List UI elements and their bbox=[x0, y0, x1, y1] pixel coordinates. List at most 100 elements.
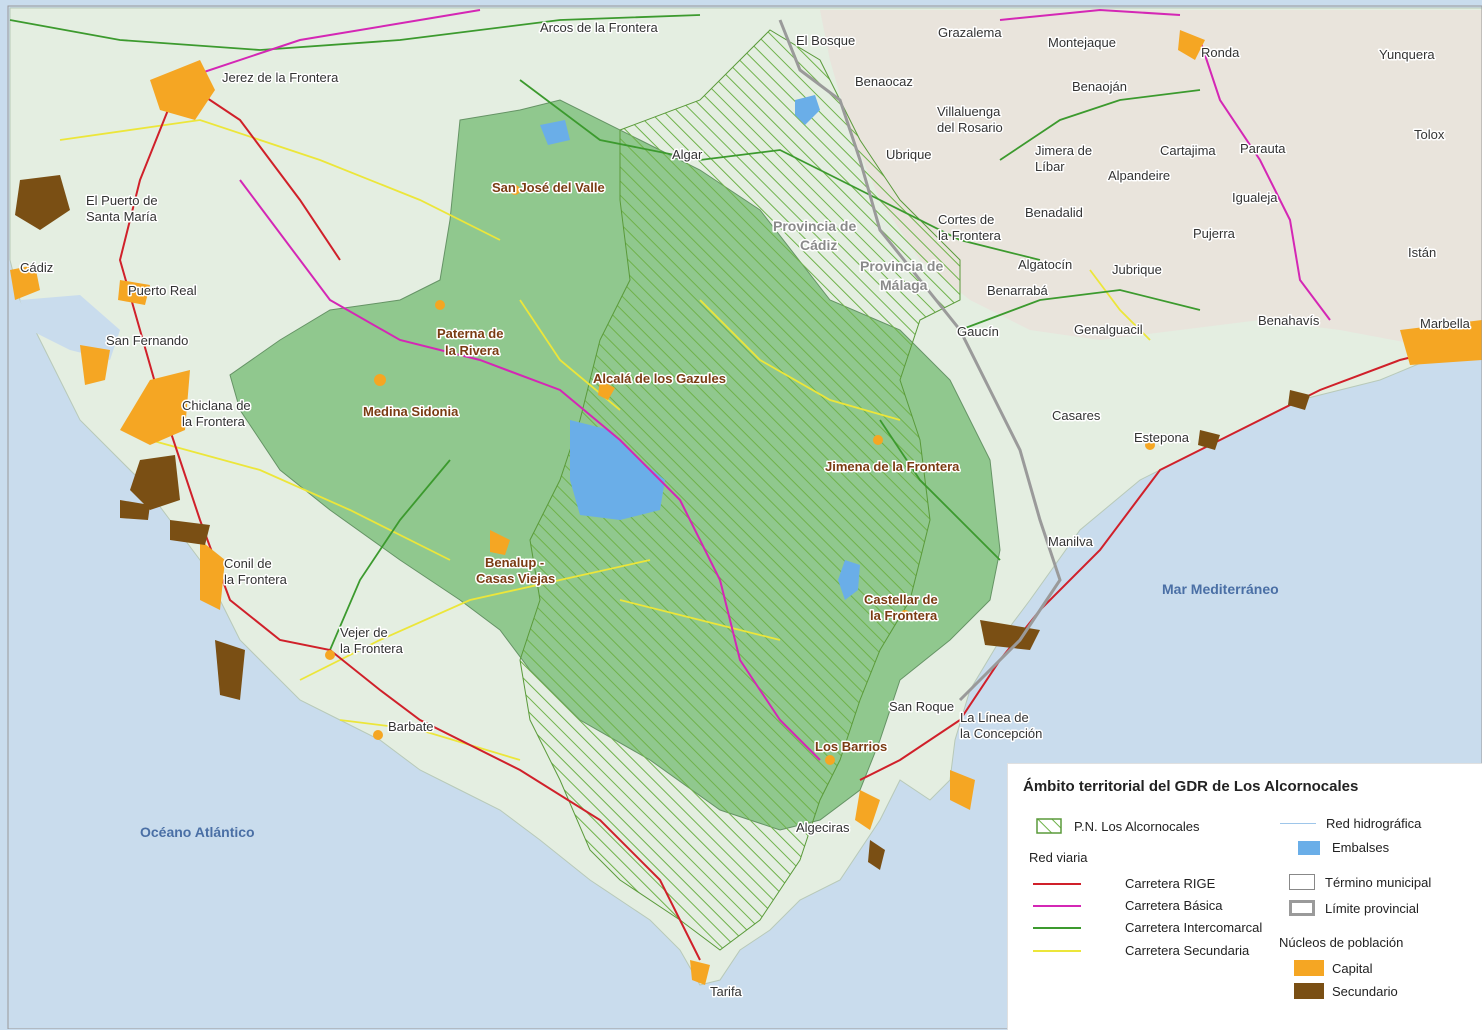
label-istan: Istán bbox=[1408, 245, 1436, 260]
label-marbella: Marbella bbox=[1420, 316, 1471, 331]
label-benadalid: Benadalid bbox=[1025, 205, 1083, 220]
label-igualeja: Igualeja bbox=[1232, 190, 1278, 205]
label-benalup-2: Casas Viejas bbox=[476, 571, 555, 586]
label-ronda: Ronda bbox=[1201, 45, 1240, 60]
label-gaucin: Gaucín bbox=[957, 324, 999, 339]
label-linea-1: La Línea de bbox=[960, 710, 1029, 725]
legend-item-capital: Capital bbox=[1294, 960, 1372, 976]
label-chiclana-2: la Frontera bbox=[182, 414, 246, 429]
provincial-swatch bbox=[1289, 900, 1315, 916]
label-province-cadiz-2: Cádiz bbox=[800, 237, 837, 253]
place-labels: Arcos de la Frontera Jerez de la Fronter… bbox=[19, 19, 1473, 1001]
label-yunquera: Yunquera bbox=[1379, 47, 1435, 62]
label-cortes-2: la Frontera bbox=[938, 228, 1002, 243]
label-benahavis: Benahavís bbox=[1258, 313, 1320, 328]
label-ubrique: Ubrique bbox=[886, 147, 932, 162]
label-chiclana-1: Chiclana de bbox=[182, 398, 251, 413]
capital-swatch bbox=[1294, 960, 1324, 976]
label-alpandeire: Alpandeire bbox=[1108, 168, 1170, 183]
legend-title: Ámbito territorial del GDR de Los Alcorn… bbox=[1023, 778, 1359, 795]
label-vejer-1: Vejer de bbox=[340, 625, 388, 640]
provincial-border bbox=[778, 19, 1062, 702]
label-castellar-1: Castellar de bbox=[864, 592, 938, 607]
label-san-fernando: San Fernando bbox=[106, 333, 188, 348]
label-parauta: Parauta bbox=[1240, 141, 1286, 156]
label-los-barrios: Los Barrios bbox=[815, 739, 887, 754]
roads-secundaria bbox=[59, 119, 1151, 761]
legend-label-hydro: Red hidrográfica bbox=[1326, 816, 1422, 831]
legend-item-provincial: Límite provincial bbox=[1289, 900, 1419, 916]
map-frame bbox=[7, 5, 1482, 1029]
label-montejaque: Montejaque bbox=[1048, 35, 1116, 50]
label-casares: Casares bbox=[1052, 408, 1101, 423]
legend-label-capital: Capital bbox=[1332, 960, 1373, 976]
reservoir-bay bbox=[20, 295, 120, 360]
legend-label-secondary: Secundario bbox=[1332, 983, 1398, 999]
reservoir-charco bbox=[838, 560, 860, 600]
label-province-cadiz-1: Provincia de bbox=[773, 218, 856, 234]
label-arcos: Arcos de la Frontera bbox=[540, 20, 659, 35]
label-villaluenga-2: del Rosario bbox=[937, 120, 1003, 135]
population-capital bbox=[10, 30, 1482, 985]
legend-item-intercomarcal: Carretera Intercomarcal bbox=[1033, 920, 1262, 935]
intercomarcal-line-swatch bbox=[1033, 926, 1081, 929]
legend-item-secundaria: Carretera Secundaria bbox=[1033, 943, 1249, 958]
label-barbate: Barbate bbox=[388, 719, 434, 734]
reservoir-zahara bbox=[795, 95, 820, 125]
label-jimena-de-la-frontera: Jimena de la Frontera bbox=[825, 459, 960, 474]
label-estepona: Estepona bbox=[1134, 430, 1190, 445]
label-conil-2: la Frontera bbox=[224, 572, 288, 587]
label-algeciras: Algeciras bbox=[796, 820, 850, 835]
label-jerez: Jerez de la Frontera bbox=[222, 70, 339, 85]
label-atlantic-ocean: Océano Atlántico bbox=[140, 824, 255, 840]
legend-item-rige: Carretera RIGE bbox=[1033, 876, 1215, 891]
secundaria-line-swatch bbox=[1033, 949, 1081, 952]
legend-label-rige: Carretera RIGE bbox=[1125, 876, 1216, 891]
reservoir-swatch bbox=[1298, 840, 1320, 855]
legend-item-basica: Carretera Básica bbox=[1033, 898, 1223, 913]
legend-item-park: P.N. Los Alcornocales bbox=[1036, 818, 1200, 834]
label-benalup-1: Benalup - bbox=[485, 555, 544, 570]
population-secundario bbox=[15, 175, 1310, 870]
label-benarraba: Benarrabá bbox=[987, 283, 1048, 298]
label-province-malaga-2: Málaga bbox=[880, 277, 928, 293]
label-pujerra: Pujerra bbox=[1193, 226, 1236, 241]
mountain-relief bbox=[820, 10, 1482, 345]
label-villaluenga-1: Villaluenga bbox=[937, 104, 1001, 119]
map-legend: Ámbito territorial del GDR de Los Alcorn… bbox=[1007, 763, 1482, 1030]
rige-line-swatch bbox=[1033, 882, 1081, 885]
label-manilva: Manilva bbox=[1048, 534, 1094, 549]
label-benaojan: Benaoján bbox=[1072, 79, 1127, 94]
legend-label-intercomarcal: Carretera Intercomarcal bbox=[1125, 920, 1263, 935]
label-puerto-sm-2: Santa María bbox=[86, 209, 158, 224]
legend-label-secundaria: Carretera Secundaria bbox=[1125, 943, 1250, 958]
reservoir-guadarranque bbox=[570, 420, 665, 520]
label-paterna-1: Paterna de bbox=[437, 326, 503, 341]
legend-item-municipal: Término municipal bbox=[1289, 874, 1431, 890]
roads-intercomarcal bbox=[9, 14, 1201, 651]
label-puerto-sm-1: El Puerto de bbox=[86, 193, 158, 208]
label-benaocaz: Benaocaz bbox=[855, 74, 913, 89]
municipal-swatch bbox=[1289, 874, 1315, 890]
label-mediterranean-sea: Mar Mediterráneo bbox=[1162, 581, 1279, 597]
label-tarifa: Tarifa bbox=[710, 984, 743, 999]
legend-heading-roads: Red viaria bbox=[1029, 850, 1088, 865]
label-medina-sidonia: Medina Sidonia bbox=[363, 404, 459, 419]
hydro-line-swatch bbox=[1280, 823, 1316, 824]
legend-label-municipal: Término municipal bbox=[1325, 874, 1432, 890]
label-algar: Algar bbox=[672, 147, 703, 162]
label-alcala-de-los-gazules: Alcalá de los Gazules bbox=[593, 371, 726, 386]
label-province-malaga-1: Provincia de bbox=[860, 258, 943, 274]
legend-item-reservoirs: Embalses bbox=[1298, 840, 1389, 855]
label-san-roque: San Roque bbox=[889, 699, 954, 714]
reservoir-hurones bbox=[540, 120, 570, 145]
label-cartajima: Cartajima bbox=[1160, 143, 1216, 158]
label-san-jose-del-valle: San José del Valle bbox=[492, 180, 605, 195]
roads-basica bbox=[179, 8, 1331, 761]
label-linea-2: la Concepción bbox=[960, 726, 1042, 741]
label-tolox: Tolox bbox=[1414, 127, 1445, 142]
legend-item-secondary: Secundario bbox=[1294, 983, 1398, 999]
label-jimera-2: Líbar bbox=[1035, 159, 1065, 174]
legend-heading-population: Núcleos de población bbox=[1279, 935, 1404, 950]
label-cadiz: Cádiz bbox=[20, 260, 53, 275]
